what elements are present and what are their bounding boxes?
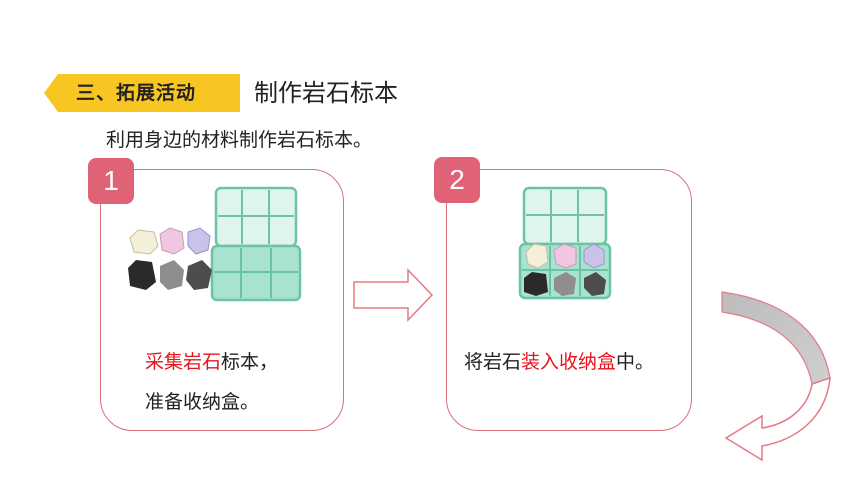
step-2-caption-highlight: 装入收纳盒 xyxy=(521,351,617,373)
step-2-caption: 将岩石装入收纳盒中。 xyxy=(464,342,654,382)
step-2-caption-suffix: 中。 xyxy=(616,351,655,373)
section-title: 制作岩石标本 xyxy=(254,79,398,107)
step-1-caption-rest: 标本， xyxy=(221,351,279,373)
step-1-caption-line-2: 准备收纳盒。 xyxy=(145,391,260,413)
section-tag-shape xyxy=(44,74,240,112)
curved-return-arrow-icon xyxy=(721,291,831,462)
sample-box-image xyxy=(518,186,612,300)
step-arrow-right-icon xyxy=(353,268,434,322)
rock-collection-image xyxy=(128,186,302,302)
section-tag: 三、拓展活动 xyxy=(44,74,244,112)
step-1-caption-highlight: 采集岩石 xyxy=(145,351,222,373)
section-tag-label: 三、拓展活动 xyxy=(76,82,197,104)
step-2-caption-prefix: 将岩石 xyxy=(464,351,522,373)
step-badge-1: 1 xyxy=(88,158,134,204)
step-badge-2: 2 xyxy=(434,157,480,203)
step-1-caption-line-1: 采集岩石标本， xyxy=(145,342,278,382)
intro-text: 利用身边的材料制作岩石标本。 xyxy=(106,129,373,151)
